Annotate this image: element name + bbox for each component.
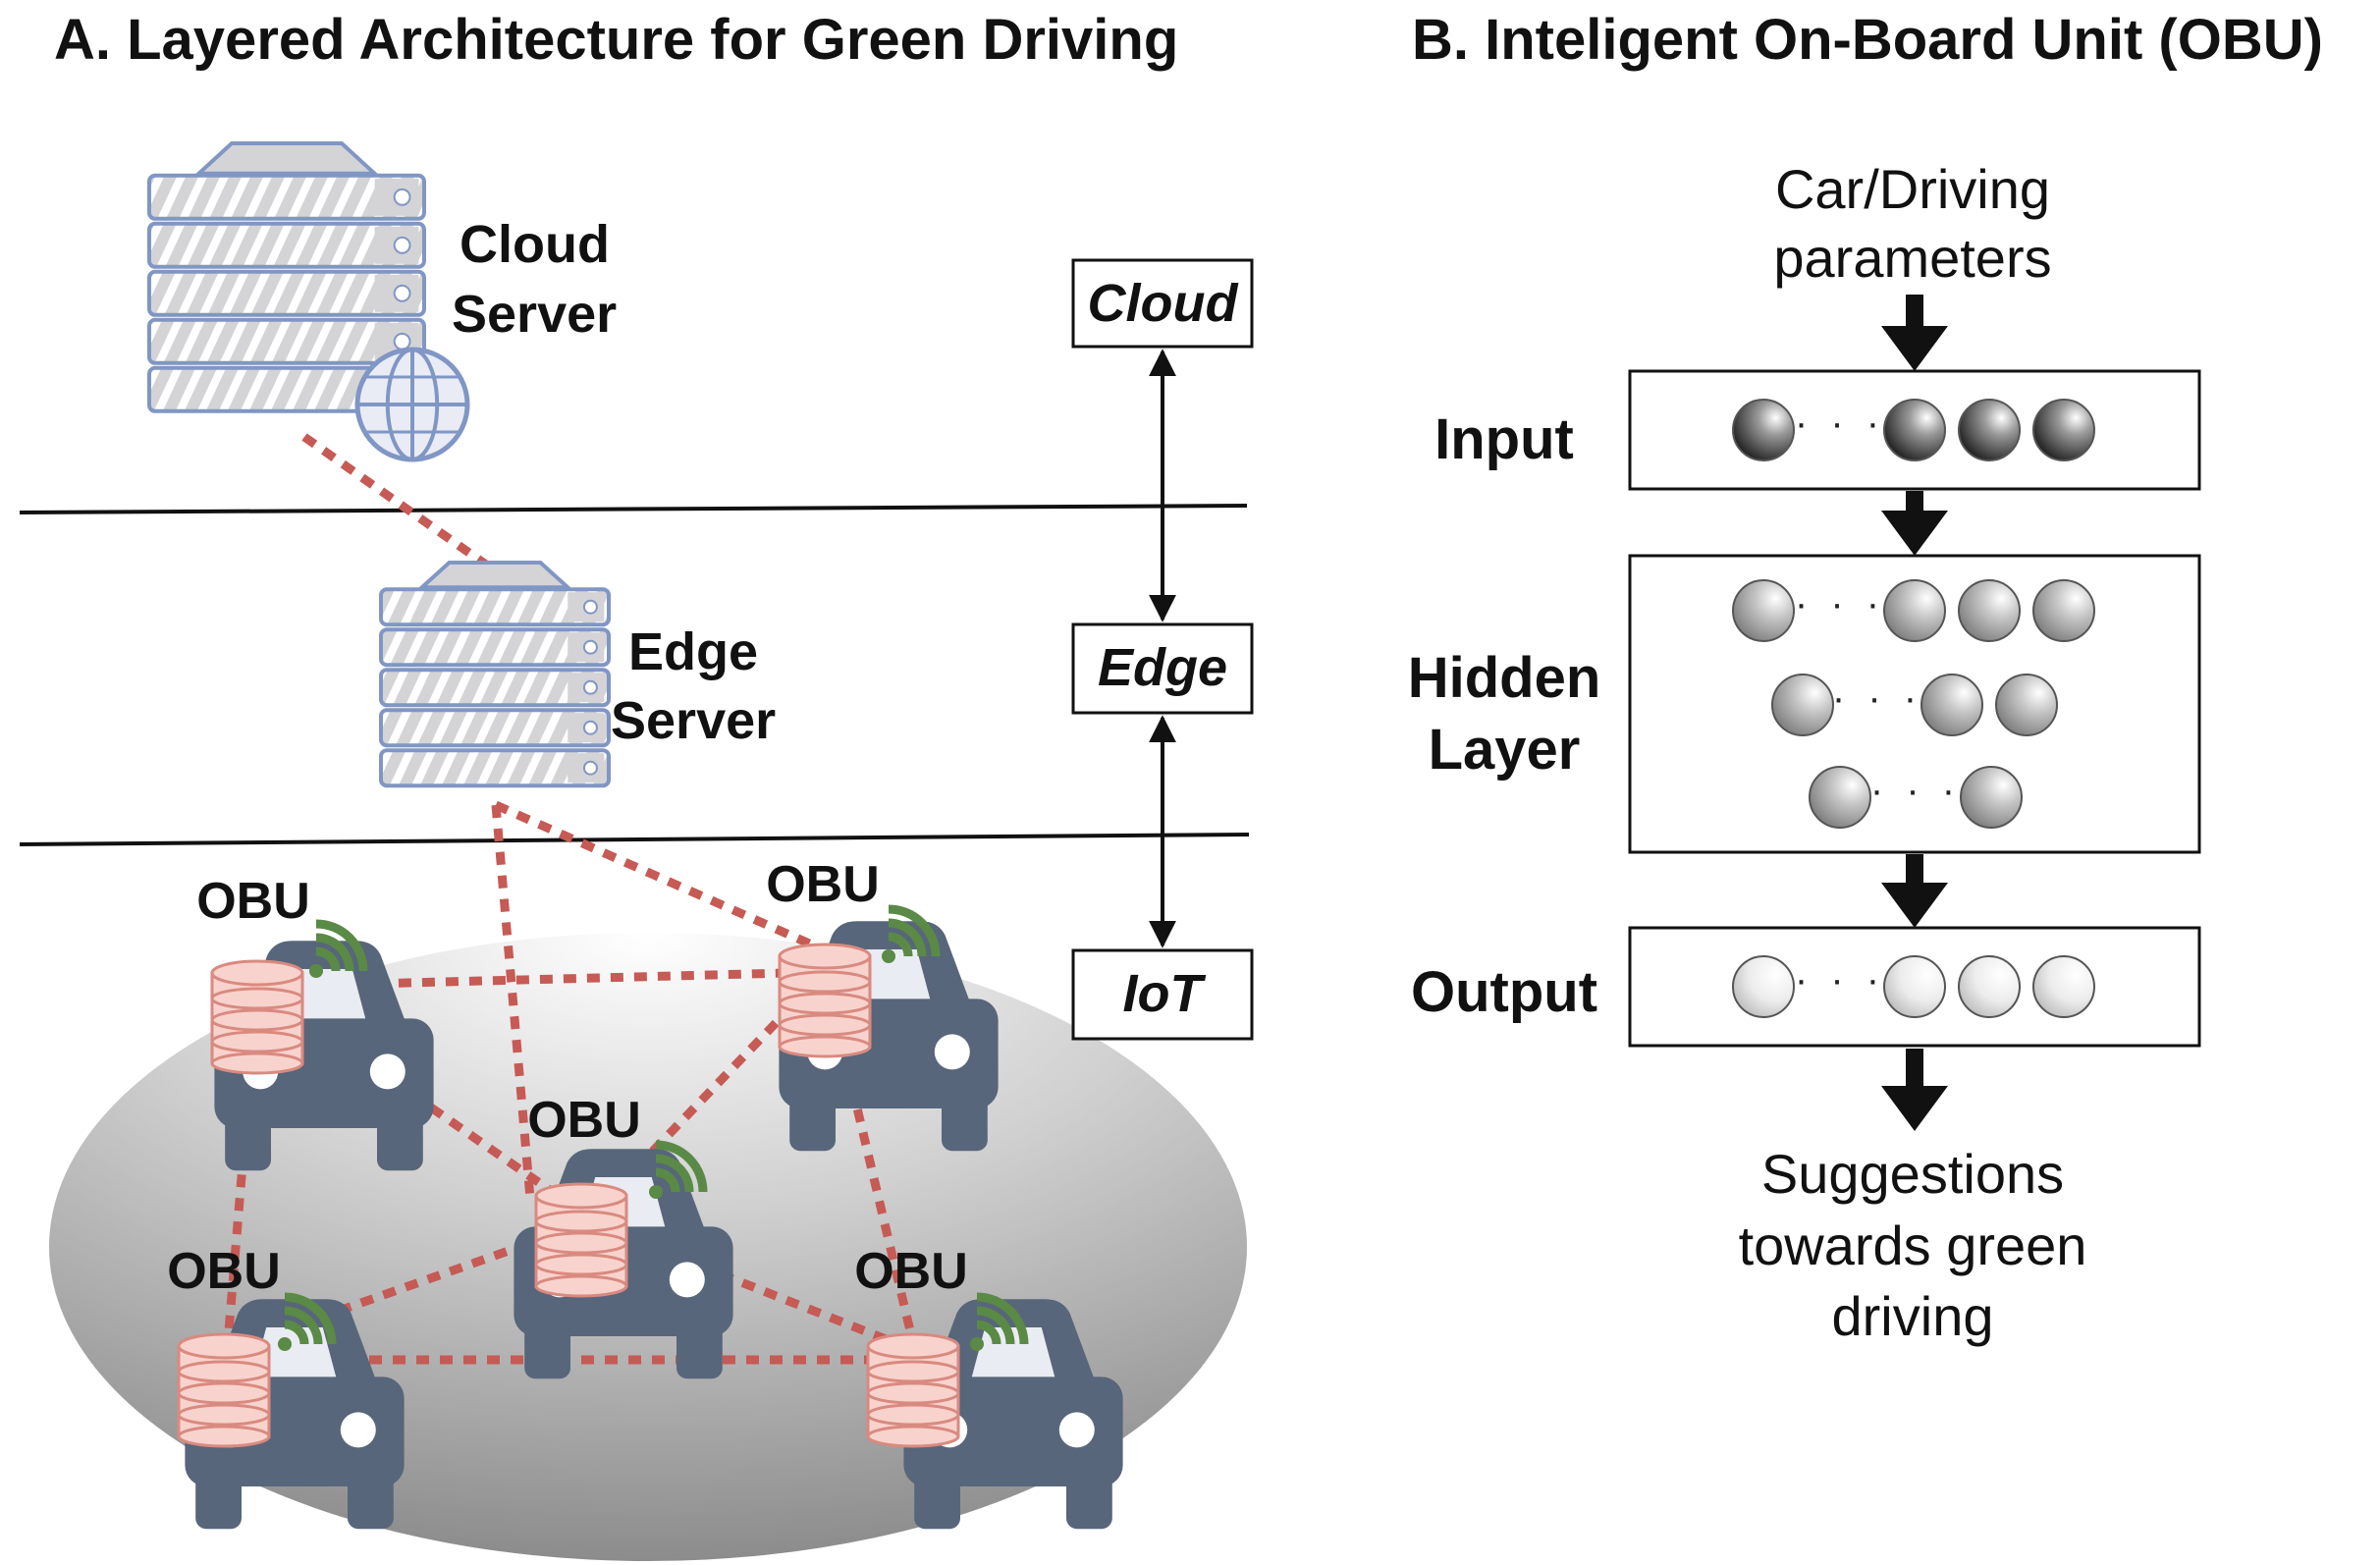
neuron-node xyxy=(2032,579,2095,642)
link-line xyxy=(301,433,496,573)
cloud-server-icon xyxy=(147,141,470,462)
wifi-icon xyxy=(309,919,368,978)
wifi-icon xyxy=(882,904,941,963)
vehicle-center: OBU xyxy=(514,1092,733,1379)
ellipsis: · · · xyxy=(1795,582,1885,625)
neuron-node xyxy=(1883,955,1946,1018)
neuron-node xyxy=(1960,766,2023,829)
ellipsis: · · · xyxy=(1795,958,1885,1001)
hidden-layer-label-line2: Layer xyxy=(1429,718,1581,782)
vehicles: OBU OBU OBU OBU OBU xyxy=(167,856,1123,1530)
ellipsis: · · · xyxy=(1795,402,1885,445)
vehicle-bottom-left: OBU xyxy=(167,1243,405,1530)
neuron-node xyxy=(1732,579,1795,642)
cloud-server-label-line2: Server xyxy=(452,285,617,344)
flow-arrows xyxy=(1881,295,1948,1131)
link-line xyxy=(491,804,535,1199)
hidden-layer-label-line1: Hidden xyxy=(1408,646,1601,710)
obu-label: OBU xyxy=(196,873,310,930)
database-icon xyxy=(866,1332,960,1448)
layer-box-cloud xyxy=(1071,258,1254,349)
input-caption-line1: Car/Driving xyxy=(1775,158,2050,220)
edge-server-label-line2: Server xyxy=(611,691,776,750)
obu-label: OBU xyxy=(766,856,880,913)
neuron-node xyxy=(1958,955,2021,1018)
output-caption-line3: driving xyxy=(1832,1285,1994,1347)
link-line xyxy=(254,983,592,1221)
neural-network-nodes: · · · · · · · · · · · · · · · xyxy=(1732,399,2095,1018)
obu-label: OBU xyxy=(527,1092,641,1149)
link-line xyxy=(820,970,918,1345)
edge-server-label-line1: Edge xyxy=(628,622,758,681)
neuron-node xyxy=(1958,399,2021,461)
cloud-server-label-line1: Cloud xyxy=(460,215,610,274)
database-icon xyxy=(210,959,304,1075)
ellipsis: · · · xyxy=(1832,676,1922,720)
flow-arrow-head xyxy=(1881,1086,1948,1131)
link-line xyxy=(226,1217,591,1355)
neuron-node xyxy=(1958,579,2021,642)
vehicle-top-right: OBU xyxy=(766,856,999,1152)
database-icon xyxy=(177,1332,271,1448)
layer-separator-cloud-edge xyxy=(19,504,1248,514)
layer-separator-edge-iot xyxy=(19,833,1250,846)
panel-a-title: A. Layered Architecture for Green Drivin… xyxy=(54,8,1178,72)
database-icon xyxy=(534,1182,628,1298)
obu-label: OBU xyxy=(167,1243,281,1300)
layer-label-iot: IoT xyxy=(1123,964,1207,1023)
ellipsis: · · · xyxy=(1870,769,1961,812)
input-caption-line2: parameters xyxy=(1773,227,2051,289)
neuron-node xyxy=(1883,399,1946,461)
vehicle-bottom-right: OBU xyxy=(854,1243,1123,1530)
output-caption-line2: towards green xyxy=(1739,1214,2087,1276)
panel-b-title: B. Inteligent On-Board Unit (OBU) xyxy=(1412,8,2323,72)
flow-arrow-head xyxy=(1881,511,1948,556)
database-icon xyxy=(778,943,872,1058)
neuron-node xyxy=(2032,399,2095,461)
wifi-icon xyxy=(970,1292,1029,1351)
neuron-node xyxy=(1883,579,1946,642)
obu-label: OBU xyxy=(854,1243,968,1300)
flow-arrow-head xyxy=(1881,883,1948,928)
neuron-node xyxy=(1995,674,2058,736)
layer-box-iot xyxy=(1071,948,1254,1041)
neuron-node xyxy=(1920,674,1983,736)
output-layer-label: Output xyxy=(1411,960,1597,1024)
neuron-node xyxy=(1732,399,1795,461)
neuron-node xyxy=(1809,766,1871,829)
neuron-node xyxy=(2032,955,2095,1018)
vehicle-top-left: OBU xyxy=(196,873,434,1171)
layer-box-edge xyxy=(1071,622,1254,715)
layer-label-edge: Edge xyxy=(1098,638,1227,697)
layer-label-cloud: Cloud xyxy=(1088,274,1239,333)
input-layer-label: Input xyxy=(1434,407,1574,471)
neuron-node xyxy=(1771,674,1834,736)
wifi-icon xyxy=(278,1292,337,1351)
edge-server-icon xyxy=(379,561,611,788)
flow-arrow-head xyxy=(1881,326,1948,371)
wifi-icon xyxy=(649,1140,708,1199)
output-caption-line1: Suggestions xyxy=(1761,1143,2064,1205)
neuron-node xyxy=(1732,955,1795,1018)
